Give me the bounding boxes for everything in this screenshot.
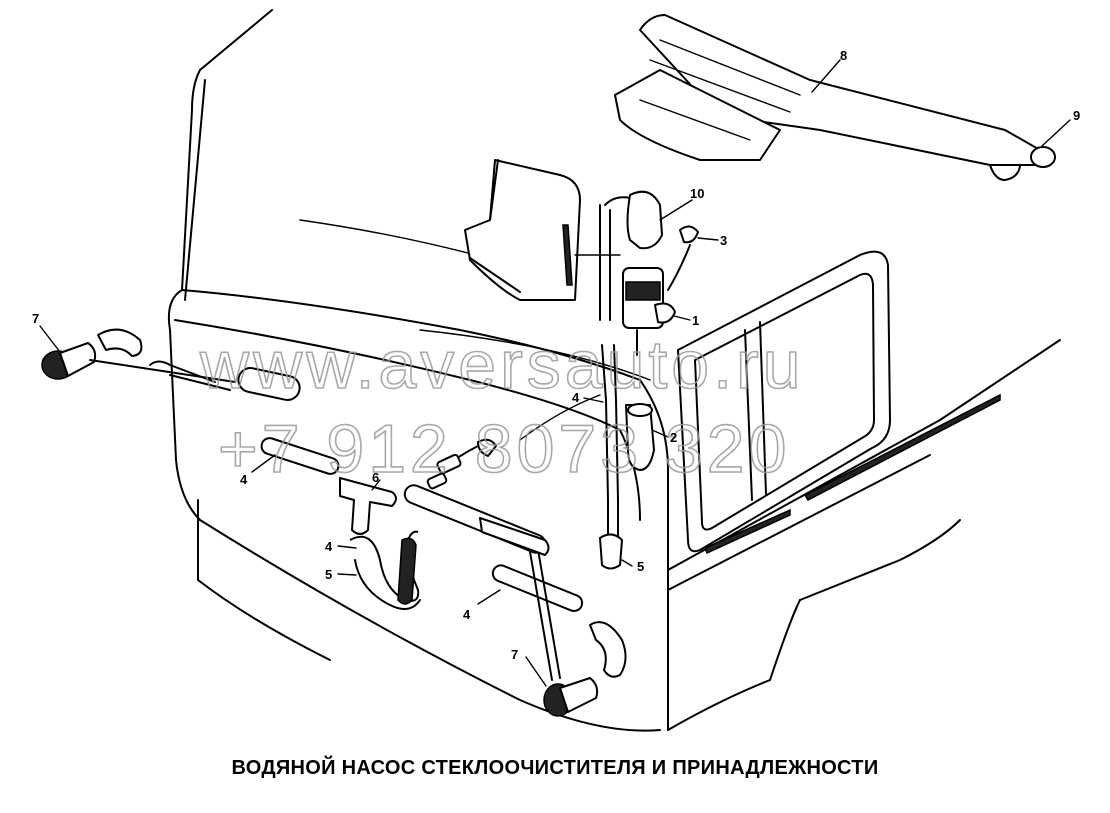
t-connector bbox=[339, 438, 497, 610]
callout-4-hose: 4 bbox=[325, 539, 333, 554]
bottom-nozzle bbox=[479, 517, 627, 717]
cab-body bbox=[149, 9, 1061, 732]
callout-10: 10 bbox=[690, 186, 704, 201]
callout-4-mid: 4 bbox=[572, 390, 580, 405]
callout-9: 9 bbox=[1073, 108, 1080, 123]
diagram-caption: ВОДЯНОЙ НАСОС СТЕКЛООЧИСТИТЕЛЯ И ПРИНАДЛ… bbox=[231, 757, 879, 779]
wiper-arm bbox=[614, 14, 1056, 181]
callout-5-right: 5 bbox=[637, 559, 644, 574]
callouts: 8 9 10 3 1 7 4 2 4 6 4 5 5 4 7 bbox=[32, 48, 1080, 662]
mirror-bracket bbox=[464, 159, 621, 301]
door-window bbox=[677, 250, 1001, 555]
washer-pump bbox=[599, 190, 699, 356]
left-nozzle bbox=[41, 328, 236, 383]
callout-7-left: 7 bbox=[32, 311, 39, 326]
watermark-phone: +7 912 8073 320 bbox=[218, 411, 790, 487]
callout-4-bottom: 4 bbox=[463, 607, 471, 622]
callout-1: 1 bbox=[692, 313, 699, 328]
callout-8: 8 bbox=[840, 48, 847, 63]
washer-hose bbox=[519, 344, 655, 570]
watermark-url: www.aversauto.ru bbox=[199, 327, 804, 403]
callout-5-hose: 5 bbox=[325, 567, 332, 582]
callout-7-bottom: 7 bbox=[511, 647, 518, 662]
leader-lines bbox=[39, 59, 1071, 687]
callout-2: 2 bbox=[670, 430, 677, 445]
callout-3: 3 bbox=[720, 233, 727, 248]
callout-6: 6 bbox=[372, 470, 379, 485]
callout-4-left: 4 bbox=[240, 472, 248, 487]
watermark: www.aversauto.ru +7 912 8073 320 bbox=[198, 326, 804, 488]
